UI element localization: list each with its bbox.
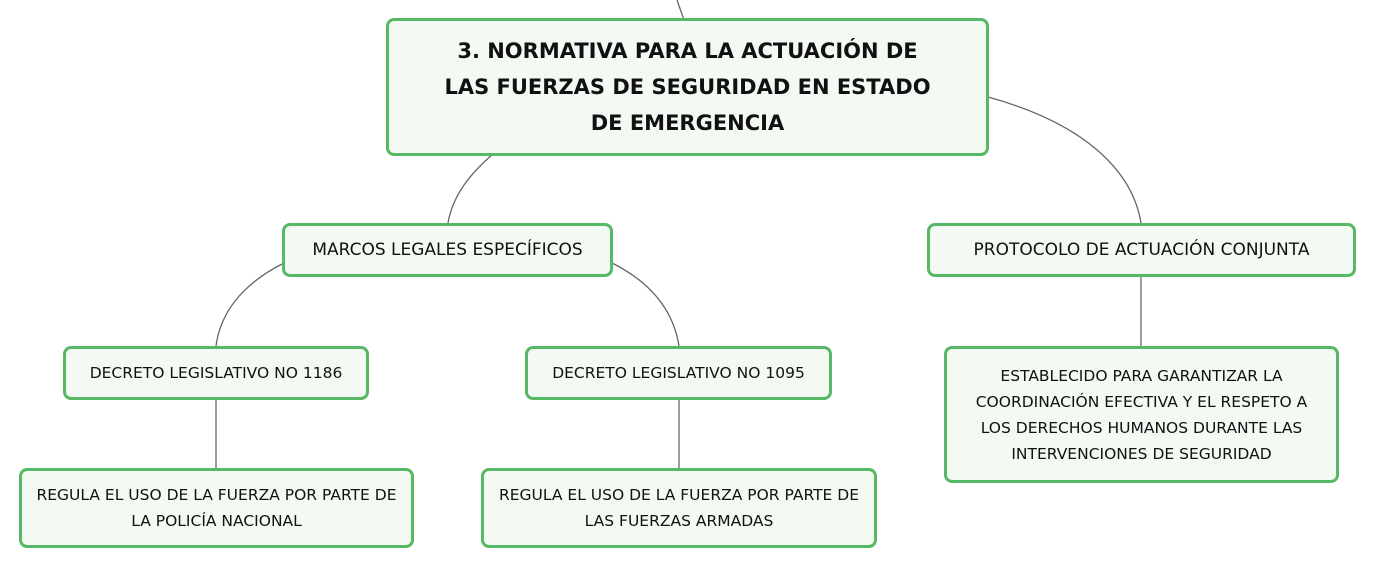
topic-marcos-legales-label: MARCOS LEGALES ESPECÍFICOS xyxy=(312,240,583,260)
topic-establecido-label: ESTABLECIDO PARA GARANTIZAR LA COORDINAC… xyxy=(975,366,1308,463)
connector-marcos-to-dl1095 xyxy=(611,262,680,347)
connector-root-to-protocolo xyxy=(987,96,1142,224)
topic-regula-policia[interactable]: REGULA EL USO DE LA FUERZA POR PARTE DE … xyxy=(19,468,414,548)
connector-root-to-marcos xyxy=(447,153,494,224)
central-topic-label: 3. NORMATIVA PARA LA ACTUACIÓN DE LAS FU… xyxy=(444,39,931,135)
topic-regula-fuerzas-armadas-label: REGULA EL USO DE LA FUERZA POR PARTE DE … xyxy=(498,486,860,530)
topic-establecido[interactable]: ESTABLECIDO PARA GARANTIZAR LA COORDINAC… xyxy=(944,346,1339,483)
connector-parent-to-root xyxy=(676,0,685,21)
central-topic[interactable]: 3. NORMATIVA PARA LA ACTUACIÓN DE LAS FU… xyxy=(386,18,989,156)
topic-decreto-1186[interactable]: DECRETO LEGISLATIVO NO 1186 xyxy=(63,346,369,400)
connector-marcos-to-dl1186 xyxy=(215,262,285,347)
topic-decreto-1095-label: DECRETO LEGISLATIVO NO 1095 xyxy=(552,364,805,382)
topic-protocolo-actuacion[interactable]: PROTOCOLO DE ACTUACIÓN CONJUNTA xyxy=(927,223,1356,277)
topic-marcos-legales[interactable]: MARCOS LEGALES ESPECÍFICOS xyxy=(282,223,613,277)
topic-regula-fuerzas-armadas[interactable]: REGULA EL USO DE LA FUERZA POR PARTE DE … xyxy=(481,468,877,548)
topic-regula-policia-label: REGULA EL USO DE LA FUERZA POR PARTE DE … xyxy=(36,486,397,530)
topic-protocolo-actuacion-label: PROTOCOLO DE ACTUACIÓN CONJUNTA xyxy=(973,240,1310,260)
topic-decreto-1095[interactable]: DECRETO LEGISLATIVO NO 1095 xyxy=(525,346,832,400)
topic-decreto-1186-label: DECRETO LEGISLATIVO NO 1186 xyxy=(89,364,343,382)
